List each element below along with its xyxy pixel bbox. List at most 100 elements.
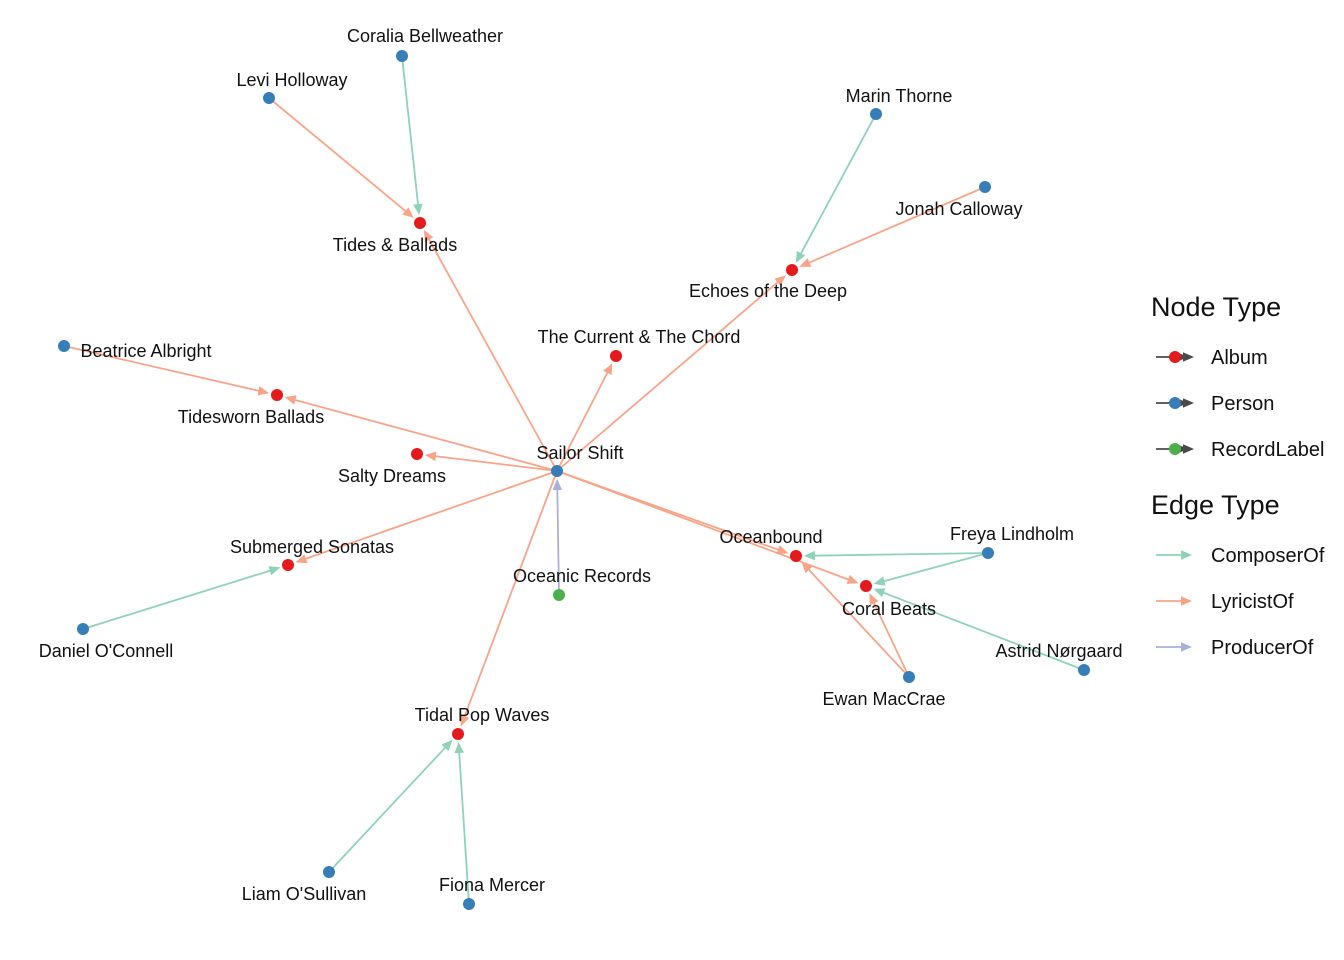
edge-freya-to-coral [873,552,989,586]
legend-lyricistof-label: LyricistOf [1211,591,1294,613]
edge-sailor-to-submerged [295,470,558,564]
node-echoes-of-the-deep[interactable] [786,264,798,276]
node-jonah-calloway[interactable] [979,181,991,193]
edge-daniel-to-submerged-arrowhead [268,566,281,576]
node-coral-beats[interactable] [860,580,872,592]
node-label-beatrice-albright: Beatrice Albright [80,341,211,361]
node-label-tidal-pop-waves: Tidal Pop Waves [415,705,550,725]
node-label-levi-holloway: Levi Holloway [236,70,347,90]
edge-ewan-to-oceanbound-line [806,567,910,678]
legend-producerof-arrow [1181,642,1192,652]
legend-person-dot [1169,397,1181,409]
edge-sailor-to-tidesworn-arrowhead [284,395,297,405]
edge-oceanic-to-sailor-arrowhead [552,479,563,491]
edge-sailor-to-tidalpop [460,470,558,727]
legend-node-title: Node Type [1151,292,1281,322]
edge-sailor-to-tidesworn [284,395,558,472]
legend-producerof-label: ProducerOf [1211,637,1314,659]
node-coralia-bellweather[interactable] [396,50,408,62]
node-label-daniel-o-connell: Daniel O'Connell [39,641,174,661]
legend-item-album: Album [1156,347,1268,369]
edge-ewan-to-coral [869,593,910,678]
edge-astrid-to-coral-line [881,591,1085,671]
legend-composerof-label: ComposerOf [1211,545,1325,567]
edge-oceanic-to-sailor [552,479,563,596]
edge-sailor-to-tidesworn-line [293,398,558,472]
edge-astrid-to-coral [873,588,1085,671]
node-submerged-sonatas[interactable] [282,559,294,571]
node-freya-lindholm[interactable] [982,547,994,559]
node-label-coralia-bellweather: Coralia Bellweather [347,26,503,46]
legend-edge-title: Edge Type [1151,490,1280,520]
legend-person-key [1156,397,1194,409]
node-label-liam-o-sullivan: Liam O'Sullivan [242,884,367,904]
edge-liam-to-tidalpop-arrowhead [441,739,453,752]
edge-sailor-to-oceanbound-arrowhead [776,545,789,555]
node-daniel-o-connell[interactable] [77,623,89,635]
node-levi-holloway[interactable] [263,92,275,104]
edge-sailor-to-tidalpop-arrowhead [460,714,470,727]
edge-freya-to-oceanbound-arrowhead [804,550,816,561]
edge-sailor-to-echoes-line [556,280,780,472]
edge-ewan-to-oceanbound [801,561,910,678]
edge-sailor-to-salty [424,451,558,472]
edge-fiona-to-tidalpop-arrowhead [454,742,464,754]
edge-beatrice-to-tidesworn-arrowhead [257,386,270,396]
node-tides-ballads[interactable] [414,217,426,229]
edge-astrid-to-coral-arrowhead [873,588,886,598]
node-label-oceanic-records: Oceanic Records [513,566,651,586]
legend-composerof-arrow [1181,550,1192,560]
edge-marin-to-echoes-line [799,113,877,256]
edge-marin-to-echoes [795,113,877,263]
edge-levi-to-tides-line [268,97,408,213]
edge-levi-to-tides [268,97,414,218]
legend-recordlabel-dot [1169,443,1181,455]
node-beatrice-albright[interactable] [58,340,70,352]
node-oceanic-records[interactable] [553,589,565,601]
node-ewan-maccrae[interactable] [903,671,915,683]
legend: Node Type Album Person RecordLabel Edge … [1151,292,1325,659]
edge-freya-to-coral-arrowhead [873,576,886,586]
edge-jonah-to-echoes-line [807,186,986,265]
node-label-ewan-maccrae: Ewan MacCrae [822,689,945,709]
node-tidesworn-ballads[interactable] [271,389,283,401]
edge-jonah-to-echoes [799,186,986,267]
legend-person-label: Person [1211,393,1274,415]
legend-album-dot [1169,351,1181,363]
edge-freya-to-coral-line [882,552,989,583]
edge-freya-to-oceanbound [804,550,989,561]
edge-sailor-to-coral [556,470,859,584]
legend-item-lyricistof: LyricistOf [1156,591,1294,613]
legend-composerof-key [1156,550,1192,560]
node-oceanbound[interactable] [790,550,802,562]
edge-coralia-to-tides [401,55,423,215]
edge-sailor-to-tides-arrowhead [423,230,434,242]
node-tidal-pop-waves[interactable] [452,728,464,740]
edge-sailor-to-coral-line [556,470,851,581]
node-the-current-the-chord[interactable] [610,350,622,362]
edge-sailor-to-salty-line [433,455,558,472]
node-sailor-shift[interactable] [551,465,563,477]
node-fiona-mercer[interactable] [463,898,475,910]
legend-album-label: Album [1211,347,1268,369]
node-salty-dreams[interactable] [411,448,423,460]
node-label-freya-lindholm: Freya Lindholm [950,524,1074,544]
node-liam-o-sullivan[interactable] [323,866,335,878]
edge-ewan-to-coral-line [872,601,910,678]
edge-sailor-to-tides [423,230,558,472]
node-label-sailor-shift: Sailor Shift [536,443,623,463]
legend-recordlabel-key [1156,443,1194,455]
edge-fiona-to-tidalpop [454,742,470,905]
legend-lyricistof-key [1156,596,1192,606]
edge-sailor-to-salty-arrowhead [424,451,437,462]
node-label-submerged-sonatas: Submerged Sonatas [230,537,394,557]
node-marin-thorne[interactable] [870,108,882,120]
node-label-the-current-the-chord: The Current & The Chord [538,327,741,347]
node-label-tides-ballads: Tides & Ballads [333,235,457,255]
edge-fiona-to-tidalpop-line [458,750,470,905]
node-layer [58,50,1090,910]
legend-recordlabel-label: RecordLabel [1211,439,1324,461]
node-label-salty-dreams: Salty Dreams [338,466,446,486]
node-astrid-n-rgaard[interactable] [1078,664,1090,676]
